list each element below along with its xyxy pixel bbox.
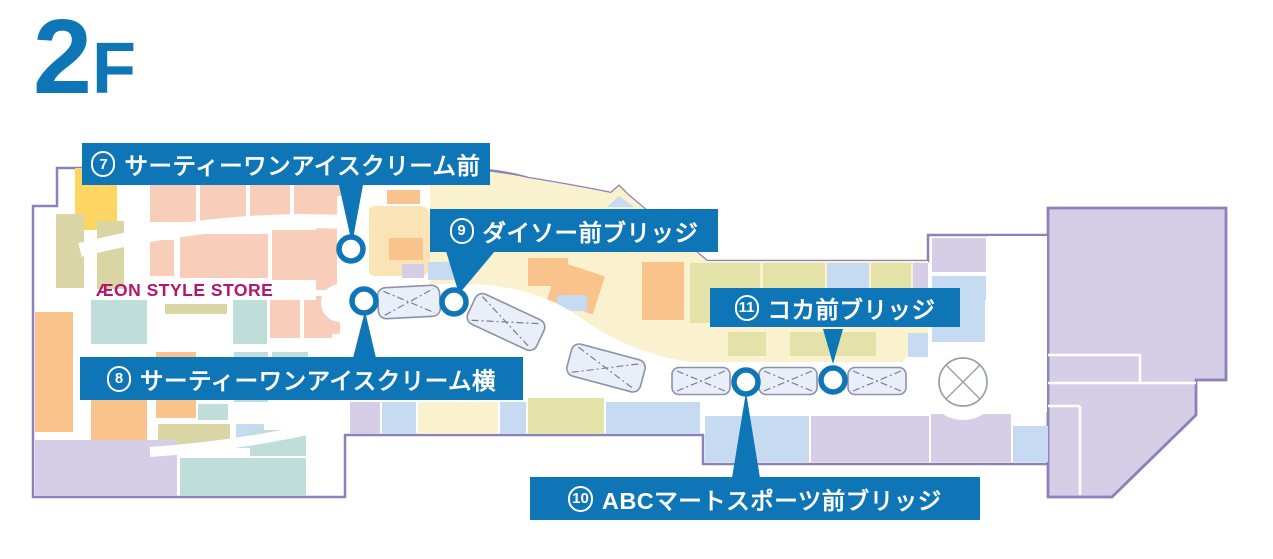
pointer-7 (339, 185, 363, 244)
pointer-9 (446, 251, 495, 294)
pointer-8 (353, 311, 376, 358)
escalator-bridge-icon (566, 343, 646, 393)
callout-11-number: 11 (734, 294, 759, 321)
callout-10: 10 ABCマートスポーツ前ブリッジ (530, 477, 980, 520)
marker-11-circle (818, 365, 848, 395)
floor-suffix: F (91, 29, 136, 109)
callout-10-number: 10 (568, 485, 593, 512)
callout-9-text: ダイソー前ブリッジ (482, 219, 699, 246)
circular-junction-icon (938, 357, 988, 407)
callout-7: 7 サーティーワンアイスクリーム前 (82, 143, 490, 185)
bridge-icons (376, 284, 988, 407)
pointer-11 (823, 329, 843, 364)
location-markers (336, 234, 848, 397)
escalator-bridge-icon (847, 366, 907, 396)
callout-11: 11 コカ前ブリッジ (710, 288, 960, 327)
callout-8: 8 サーティーワンアイスクリーム横 (80, 357, 523, 400)
marker-10-circle (731, 367, 761, 397)
callout-8-text: サーティーワンアイスクリーム横 (139, 367, 496, 394)
escalator-bridge-icon (758, 366, 818, 396)
callout-11-text: コカ前ブリッジ (767, 296, 936, 323)
callout-7-number: 7 (91, 151, 116, 177)
escalator-bridge-icon (466, 292, 546, 352)
callout-8-number: 8 (106, 365, 131, 392)
left-building-shops (35, 168, 345, 496)
aeon-style-store-label: ÆON STYLE STORE (96, 280, 274, 300)
marker-7-circle (336, 234, 366, 264)
right-building (1046, 206, 1228, 499)
callout-pointers (339, 185, 843, 478)
escalator-bridge-icon (671, 366, 731, 396)
callout-7-text: サーティーワンアイスクリーム前 (124, 153, 481, 179)
callout-9-number: 9 (449, 217, 474, 244)
escalator-bridge-icon (376, 284, 442, 320)
pointer-10 (732, 392, 760, 478)
callout-9: 9 ダイソー前ブリッジ (430, 209, 718, 252)
marker-8-circle (349, 286, 379, 316)
callout-10-text: ABCマートスポーツ前ブリッジ (601, 487, 942, 514)
floor-number: 2 (33, 0, 92, 116)
marker-9-circle (439, 287, 469, 317)
